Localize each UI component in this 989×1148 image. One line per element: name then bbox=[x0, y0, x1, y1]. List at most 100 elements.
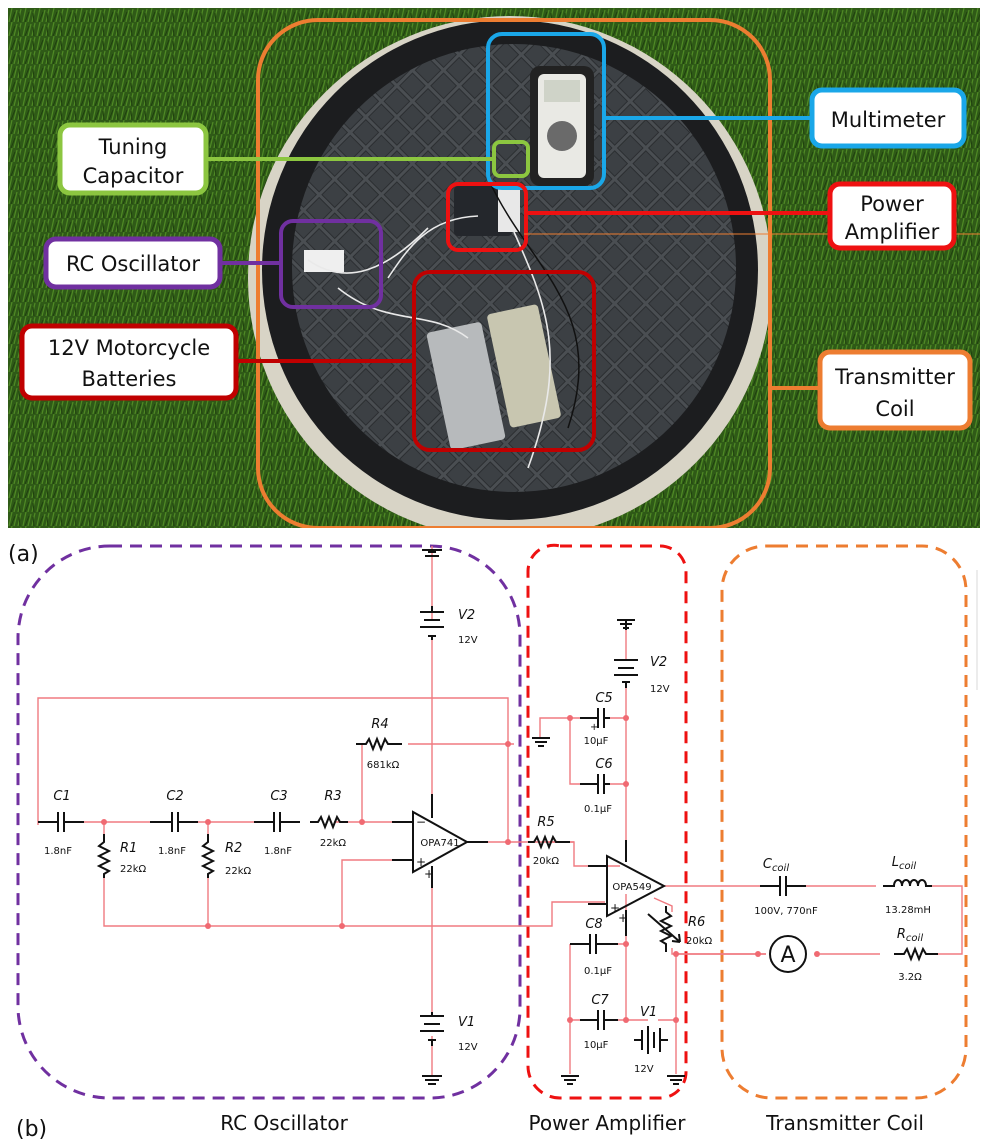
power-amplifier-section-box bbox=[526, 543, 688, 1100]
v1-amp-label: V1 bbox=[640, 1005, 657, 1020]
v2-amp-label: V2 bbox=[650, 655, 667, 670]
callout-text: Multimeter bbox=[831, 108, 946, 132]
rcoil-value: 3.2Ω bbox=[898, 972, 922, 983]
battery-v1-amplifier: V1 12V bbox=[634, 1005, 668, 1075]
c2-value: 1.8nF bbox=[158, 846, 186, 857]
mat-surface bbox=[292, 44, 736, 492]
svg-text:−: − bbox=[416, 815, 426, 829]
c3-value: 1.8nF bbox=[264, 846, 292, 857]
opa549-label: OPA549 bbox=[612, 882, 651, 893]
r2-value: 22kΩ bbox=[225, 866, 252, 877]
capacitor-c6: C6 0.1µF bbox=[580, 757, 613, 815]
r4-label: R4 bbox=[371, 717, 388, 732]
callout-text: Amplifier bbox=[845, 220, 940, 244]
r3-value: 22kΩ bbox=[320, 838, 347, 849]
c6-label: C6 bbox=[595, 757, 612, 772]
capacitor-c5: + C5 10µF bbox=[580, 691, 613, 747]
capacitor-c2: C2 1.8nF bbox=[150, 789, 198, 857]
ccoil-value: 100V, 770nF bbox=[754, 906, 818, 917]
v2-value: 12V bbox=[458, 635, 478, 646]
lcoil-label: Lcoil bbox=[892, 855, 917, 872]
panel-a-label: (a) bbox=[8, 542, 39, 567]
battery-v1-oscillator: V1 12V bbox=[420, 1012, 478, 1085]
v1-label: V1 bbox=[458, 1015, 475, 1030]
callout-text: Transmitter bbox=[834, 365, 955, 389]
r4-value: 681kΩ bbox=[367, 760, 400, 771]
callout-multimeter: Multimeter bbox=[809, 87, 967, 149]
battery-1 bbox=[426, 322, 506, 450]
svg-text:+: + bbox=[618, 911, 628, 925]
r3-label: R3 bbox=[324, 789, 341, 804]
battery-v2-amplifier: V2 12V bbox=[614, 619, 670, 695]
ground-symbol bbox=[532, 737, 550, 747]
panel-b-label: (b) bbox=[16, 1117, 47, 1142]
oscillator-board bbox=[304, 250, 344, 272]
callout-motorcycle-batteries: 12V Motorcycle Batteries bbox=[19, 323, 239, 401]
resistor-r3: R3 22kΩ bbox=[310, 789, 348, 849]
capacitor-c3: C3 1.8nF bbox=[254, 789, 300, 857]
capacitor-ccoil: Ccoil 100V, 770nF bbox=[754, 857, 818, 917]
r6-label: R6 bbox=[688, 915, 705, 930]
c8-label: C8 bbox=[585, 917, 602, 932]
callout-text: RC Oscillator bbox=[66, 252, 200, 276]
c5-label: C5 bbox=[595, 691, 612, 706]
callout-text: Tuning bbox=[98, 135, 168, 159]
v1-value: 12V bbox=[458, 1042, 478, 1053]
callout-text: Batteries bbox=[82, 367, 177, 391]
transmitter-coil-box bbox=[256, 18, 772, 528]
ammeter: A bbox=[769, 935, 807, 973]
svg-text:+: + bbox=[424, 867, 434, 881]
callout-text: Coil bbox=[875, 397, 914, 421]
schematic-panel: (a) (b) RC Oscillator Power Amplifier Tr… bbox=[8, 542, 978, 1142]
power-amplifier-section-label: Power Amplifier bbox=[529, 1111, 687, 1135]
r6-value: 20kΩ bbox=[686, 936, 713, 947]
lcoil-value: 13.28mH bbox=[885, 905, 931, 916]
c7-value: 10µF bbox=[584, 1040, 609, 1051]
c5-value: 10µF bbox=[584, 736, 609, 747]
ground-symbols-amplifier bbox=[561, 1075, 685, 1085]
c7-label: C7 bbox=[591, 993, 609, 1008]
junction-dots bbox=[101, 741, 511, 929]
c3-label: C3 bbox=[270, 789, 287, 804]
rc-oscillator-section-label: RC Oscillator bbox=[220, 1111, 348, 1135]
svg-text:+: + bbox=[416, 855, 426, 869]
r1-value: 22kΩ bbox=[120, 864, 147, 875]
photo-panel: Tuning Capacitor RC Oscillator 12V Motor… bbox=[8, 8, 980, 528]
r5-label: R5 bbox=[537, 815, 554, 830]
battery-v2-oscillator: V2 12V bbox=[420, 549, 478, 646]
transmitter-coil-section-label: Transmitter Coil bbox=[765, 1111, 924, 1135]
capacitor-c1: C1 1.8nF bbox=[38, 789, 84, 857]
resistor-r4: R4 681kΩ bbox=[356, 717, 402, 771]
callout-tuning-capacitor: Tuning Capacitor bbox=[57, 122, 209, 196]
c1-value: 1.8nF bbox=[44, 846, 72, 857]
r5-value: 20kΩ bbox=[533, 856, 560, 867]
callout-text: Capacitor bbox=[83, 164, 184, 188]
svg-text:+: + bbox=[590, 722, 598, 733]
resistor-r5: R5 20kΩ bbox=[528, 815, 570, 867]
opamp-opa549: + + OPA549 bbox=[588, 840, 667, 936]
v1-amp-value: 12V bbox=[634, 1064, 654, 1075]
callout-transmitter-coil: Transmitter Coil bbox=[817, 349, 973, 431]
v2-amp-value: 12V bbox=[650, 684, 670, 695]
multimeter-box bbox=[486, 32, 606, 190]
callout-text: Power bbox=[860, 192, 924, 216]
capacitor-c7: C7 10µF bbox=[580, 993, 618, 1051]
c6-value: 0.1µF bbox=[584, 804, 612, 815]
battery-2 bbox=[487, 304, 561, 428]
rcoil-label: Rcoil bbox=[897, 927, 923, 944]
c2-label: C2 bbox=[166, 789, 183, 804]
svg-text:+: + bbox=[610, 901, 620, 915]
r2-label: R2 bbox=[225, 841, 242, 856]
callout-power-amplifier: Power Amplifier bbox=[827, 181, 957, 251]
ccoil-label: Ccoil bbox=[763, 857, 789, 874]
multimeter-device bbox=[530, 66, 594, 186]
c8-value: 0.1µF bbox=[584, 966, 612, 977]
resistor-r6-variable: R6 20kΩ bbox=[647, 906, 713, 952]
resistor-r1: R1 22kΩ bbox=[96, 834, 147, 878]
resistor-rcoil: Rcoil 3.2Ω bbox=[894, 927, 938, 983]
callout-text: 12V Motorcycle bbox=[48, 336, 210, 360]
capacitor-c8: C8 0.1µF bbox=[570, 917, 618, 977]
resistor-r2: R2 22kΩ bbox=[200, 834, 252, 878]
callout-rc-oscillator: RC Oscillator bbox=[43, 236, 223, 290]
opamp-opa741: − + + OPA741 bbox=[392, 794, 488, 888]
